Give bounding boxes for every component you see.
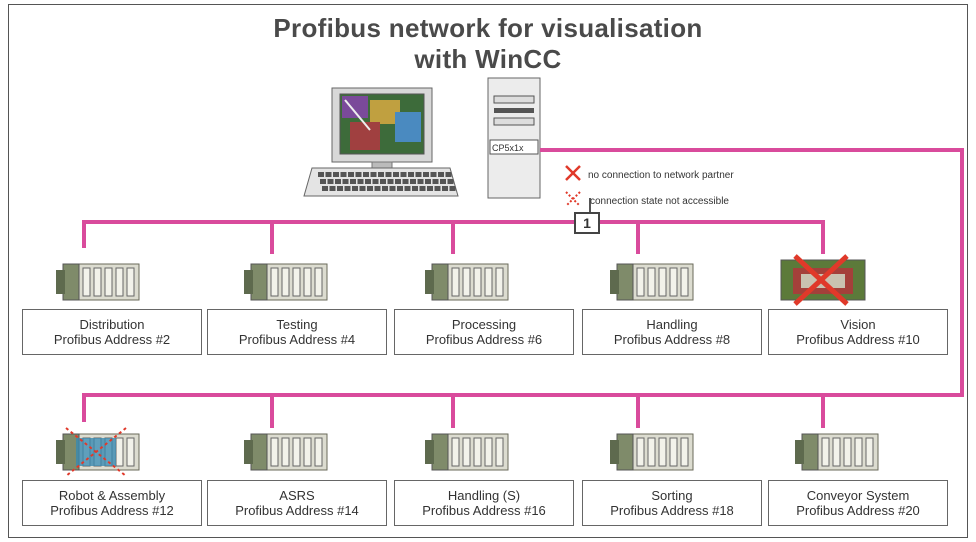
plc-icon <box>610 433 694 471</box>
station-name: Robot & Assembly <box>58 488 166 503</box>
plc-icon <box>795 433 879 471</box>
station-address: Profibus Address #4 <box>238 332 356 347</box>
monitor-icon <box>331 87 433 169</box>
computer-tower-icon <box>487 77 541 199</box>
station-name: Testing <box>276 317 318 332</box>
station-name: Distribution <box>79 317 145 332</box>
station-name: Vision <box>840 317 876 332</box>
station-name: Conveyor System <box>806 488 910 503</box>
station-address: Profibus Address #20 <box>796 503 920 518</box>
diagram-frame <box>8 4 968 538</box>
station-name: Handling <box>646 317 698 332</box>
station-name: Handling (S) <box>447 488 521 503</box>
station-address: Profibus Address #16 <box>422 503 546 518</box>
plc-icon <box>56 263 140 301</box>
not-accessible-legend-icon <box>565 191 581 207</box>
legend-not-accessible: connection state not accessible <box>590 196 729 207</box>
diagram-subtitle: with WinCC <box>414 44 562 74</box>
plc-icon <box>610 263 694 301</box>
station-address: Profibus Address #6 <box>425 332 543 347</box>
station-name: ASRS <box>279 488 315 503</box>
legend-no-connection: no connection to network partner <box>588 170 734 181</box>
station-name: Sorting <box>651 488 693 503</box>
profibus-lines <box>82 148 964 428</box>
keyboard-icon <box>303 167 459 197</box>
station-box: Handling (S)Profibus Address #16 <box>394 480 574 526</box>
plc-icon <box>244 263 328 301</box>
station-address: Profibus Address #10 <box>796 332 920 347</box>
station-address: Profibus Address #12 <box>50 503 174 518</box>
diagram-title: Profibus network for visualisation <box>273 13 703 43</box>
plc-icon <box>425 263 509 301</box>
station-address: Profibus Address #2 <box>53 332 171 347</box>
station-name: Processing <box>451 317 517 332</box>
bus-number-badge: 1 <box>574 212 600 234</box>
no-connection-legend-icon <box>565 165 581 181</box>
pc-card-label: CP5x1x <box>492 143 524 153</box>
vision-camera-icon <box>780 254 866 306</box>
station-address: Profibus Address #8 <box>613 332 731 347</box>
plc-icon <box>56 427 140 477</box>
pc-bus-link <box>82 148 964 422</box>
station-address: Profibus Address #14 <box>235 503 359 518</box>
plc-icon <box>244 433 328 471</box>
station-address: Profibus Address #18 <box>610 503 734 518</box>
plc-icon <box>425 433 509 471</box>
